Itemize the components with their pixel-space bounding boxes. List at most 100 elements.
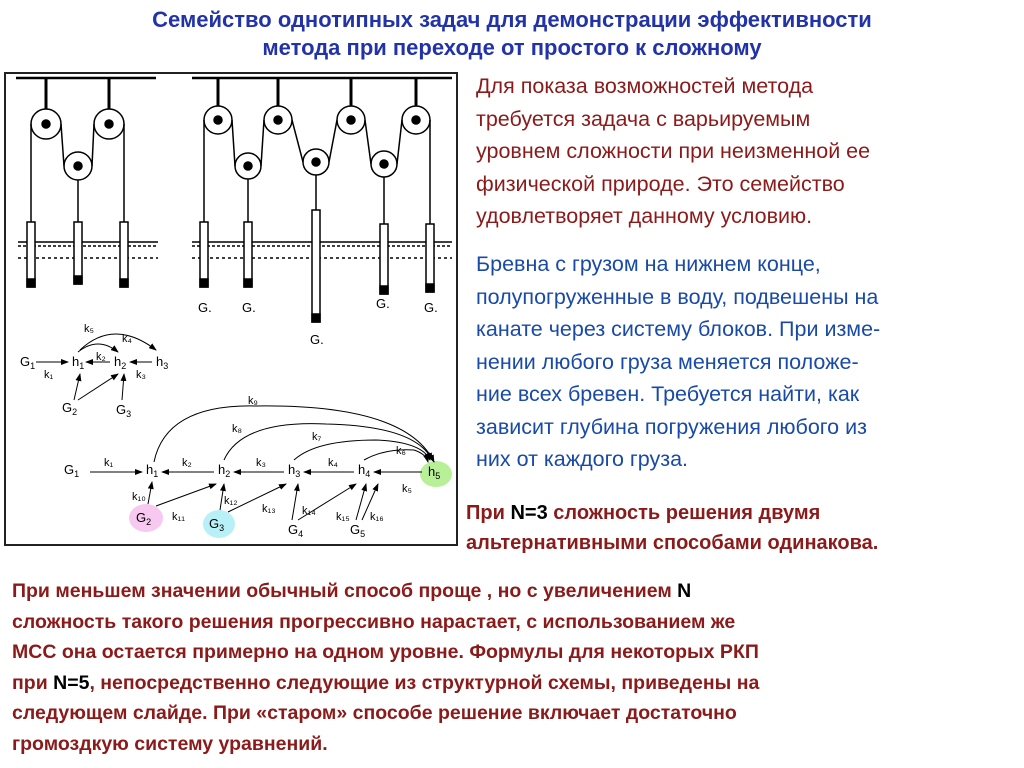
k-label: k₁₆ — [370, 511, 384, 523]
k-label: k₁₃ — [262, 503, 276, 515]
text-line: МСС она остается примерно на одном уровн… — [12, 641, 759, 663]
n-value: N=5 — [53, 671, 90, 694]
graph-node: G4 — [288, 522, 303, 539]
k-label: k₁₅ — [336, 511, 350, 523]
load-label: G. — [198, 300, 212, 315]
graph-node: h3 — [156, 354, 168, 371]
text-line: следующем слайде. При «старом» способе р… — [12, 702, 737, 724]
load-label: G. — [310, 332, 324, 347]
text-line: уровнем сложности при неизменной ее — [476, 139, 871, 163]
load-label: G. — [242, 300, 256, 315]
k-label: k₂ — [96, 351, 106, 363]
k-label: k₄ — [328, 457, 339, 469]
log — [425, 223, 435, 293]
pulley-axle — [104, 119, 114, 129]
graph-edge — [297, 483, 357, 521]
title-line-1: Семейство однотипных задач для демонстра… — [152, 7, 872, 32]
text-line: При N=3 сложность решения двумя — [466, 498, 1016, 528]
graph-node: h2 — [218, 462, 230, 479]
graph-node: G5 — [350, 522, 365, 539]
text-line: них от каждого груза. — [476, 447, 689, 471]
rope — [231, 119, 236, 167]
graph-edge — [77, 373, 119, 401]
graph-edge — [293, 439, 431, 461]
graph-node: h5 — [428, 464, 440, 481]
log — [243, 221, 253, 288]
k-label: k₁ — [104, 457, 114, 469]
graph-node: G3 — [209, 516, 224, 533]
k-label: k₆ — [396, 445, 406, 457]
graph-edge — [155, 483, 217, 507]
k-label: k₁₂ — [224, 495, 237, 507]
pulley-axle — [273, 115, 283, 125]
text-line: альтернативными способами одинакова. — [466, 532, 879, 554]
pulley-axle — [73, 161, 83, 171]
graph-node: G3 — [116, 402, 131, 419]
structural-graph-3: G1 h1 h2 h3 G2 G3 k₁ k₂ k₃ k₄ k₅ — [20, 323, 168, 419]
note-text: сложность решения двумя — [547, 502, 821, 524]
rope — [260, 119, 265, 167]
text-line: Бревна с грузом на нижнем конце, — [476, 252, 821, 276]
graph-edge — [153, 405, 435, 463]
log-weight — [379, 285, 389, 295]
log-weight — [119, 278, 129, 288]
log-weight — [199, 278, 209, 288]
graph-node: G1 — [64, 462, 79, 479]
k-label: k₇ — [312, 431, 322, 443]
text-line: удовлетворяет данному условию. — [476, 204, 813, 228]
text-line: зависит глубина погружения любого из — [476, 414, 867, 439]
pulley-system-5 — [192, 76, 452, 323]
graph-node: h3 — [288, 462, 300, 479]
text-line: ние всех бревен. Требуется найти, как — [476, 382, 860, 406]
graph-node: G1 — [20, 354, 35, 371]
graph-node: h4 — [358, 462, 370, 479]
rope — [60, 123, 65, 167]
text-line: при N=5, непосредственно следующие из ст… — [12, 668, 1016, 699]
graph-edge — [73, 373, 82, 401]
pulley-system-3 — [16, 76, 158, 288]
graph-node: h2 — [114, 354, 126, 371]
k-label: k₁ — [44, 369, 54, 381]
text-line: канате через систему блоков. При изме- — [476, 317, 881, 341]
rope — [328, 119, 338, 163]
text-line: громоздкую систему уравнений. — [12, 732, 328, 755]
text-line: При меньшем значении обычный способ прощ… — [12, 576, 1016, 607]
k-label: k₂ — [182, 457, 192, 469]
g2-highlight — [129, 504, 163, 532]
text-line: физической природе. Это семейство — [476, 171, 845, 196]
graph-node: G2 — [136, 510, 151, 527]
log — [26, 221, 36, 288]
text-line: требуется задача с варьируемым — [476, 106, 811, 131]
pulley-system-figure: G. G. G. G. G. G1 h1 h2 h3 G2 G3 k₁ k₂ k… — [4, 72, 458, 546]
log-weight — [311, 313, 321, 323]
graph-edge — [291, 483, 300, 521]
log-weight — [26, 278, 36, 288]
rope — [91, 123, 95, 167]
problem-description-paragraph: Бревна с грузом на нижнем конце, полупог… — [476, 248, 1016, 476]
graph-edge — [363, 449, 430, 463]
note-text: При — [466, 502, 511, 524]
k-label: k₅ — [84, 323, 94, 335]
log — [199, 221, 209, 288]
n3-note: При N=3 сложность решения двумя альтерна… — [466, 498, 1016, 558]
graph-node: h1 — [146, 462, 158, 479]
slide-title: Семейство однотипных задач для демонстра… — [0, 6, 1024, 62]
k-label: k₉ — [248, 395, 258, 407]
note-text: При меньшем значении обычный способ прощ… — [12, 580, 678, 602]
h5-highlight — [420, 461, 452, 487]
g3-highlight — [203, 510, 235, 538]
k-label: k₁₄ — [302, 505, 316, 517]
log — [73, 221, 83, 285]
load-labels: G. G. G. G. G. — [198, 296, 438, 347]
figure-drawing: G. G. G. G. G. G1 h1 h2 h3 G2 G3 k₁ k₂ k… — [16, 76, 452, 539]
graph-edge — [227, 483, 287, 513]
text-line: нении любого груза меняется положе- — [476, 349, 859, 374]
text-line: сложность такого решения прогрессивно на… — [12, 610, 736, 633]
graph-edge — [355, 483, 368, 521]
pulley-axle — [411, 115, 421, 125]
pulley-axle — [311, 157, 321, 167]
log-weight — [73, 275, 83, 285]
title-line-2: метода при переходе от простого к сложно… — [262, 35, 762, 60]
k-label: k₄ — [122, 333, 133, 345]
pulley-axle — [41, 119, 51, 129]
